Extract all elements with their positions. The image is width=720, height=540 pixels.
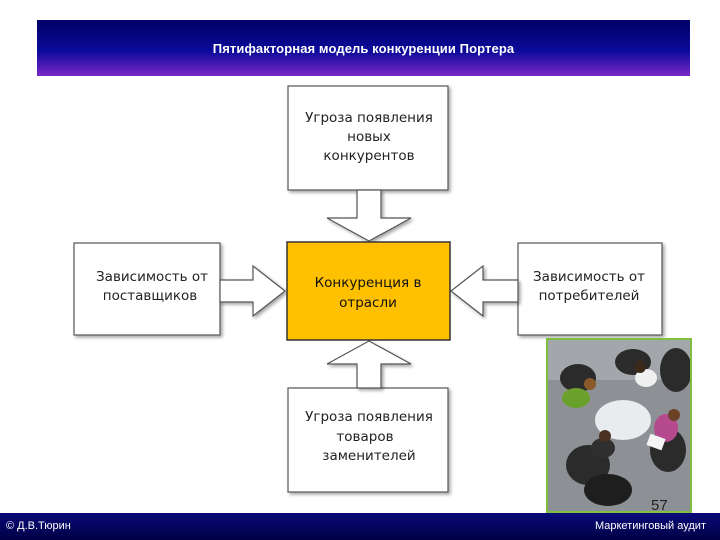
- bottom-line-3: заменителей: [322, 448, 415, 464]
- center-line-2: отрасли: [339, 295, 397, 311]
- top-line-1: Угроза появления: [305, 110, 433, 126]
- right-line-2: потребителей: [539, 288, 640, 304]
- box-industry-rivalry: [286, 241, 451, 341]
- center-line-1: Конкуренция в: [315, 275, 422, 291]
- footer-course: Маркетинговый аудит: [594, 520, 706, 532]
- slide-footer: © Д.В.Тюрин Маркетинговый аудит: [0, 513, 720, 540]
- slide-title: Пятифакторная модель конкуренции Портера: [212, 40, 515, 56]
- bottom-line-2: товаров: [336, 429, 393, 445]
- arrow-down-icon: [326, 189, 412, 242]
- top-line-3: конкурентов: [323, 148, 414, 164]
- box-substitutes: [287, 387, 449, 493]
- right-line-1: Зависимость от: [533, 269, 645, 285]
- page-number: 57: [651, 497, 668, 514]
- left-line-2: поставщиков: [103, 288, 198, 304]
- arrow-up-icon: [326, 340, 412, 389]
- bottom-line-1: Угроза появления: [305, 409, 433, 425]
- slide-header: Пятифакторная модель конкуренции Портера: [37, 20, 690, 76]
- meeting-photo-illustration: [548, 340, 690, 511]
- left-line-1: Зависимость от: [96, 269, 208, 285]
- meeting-photo: [546, 338, 692, 513]
- top-line-2: новых: [347, 129, 391, 145]
- box-new-entrants: [287, 85, 449, 191]
- arrow-left-icon: [450, 264, 519, 318]
- footer-author: © Д.В.Тюрин: [6, 520, 71, 532]
- arrow-right-icon: [219, 264, 286, 318]
- box-buyers: [517, 242, 663, 336]
